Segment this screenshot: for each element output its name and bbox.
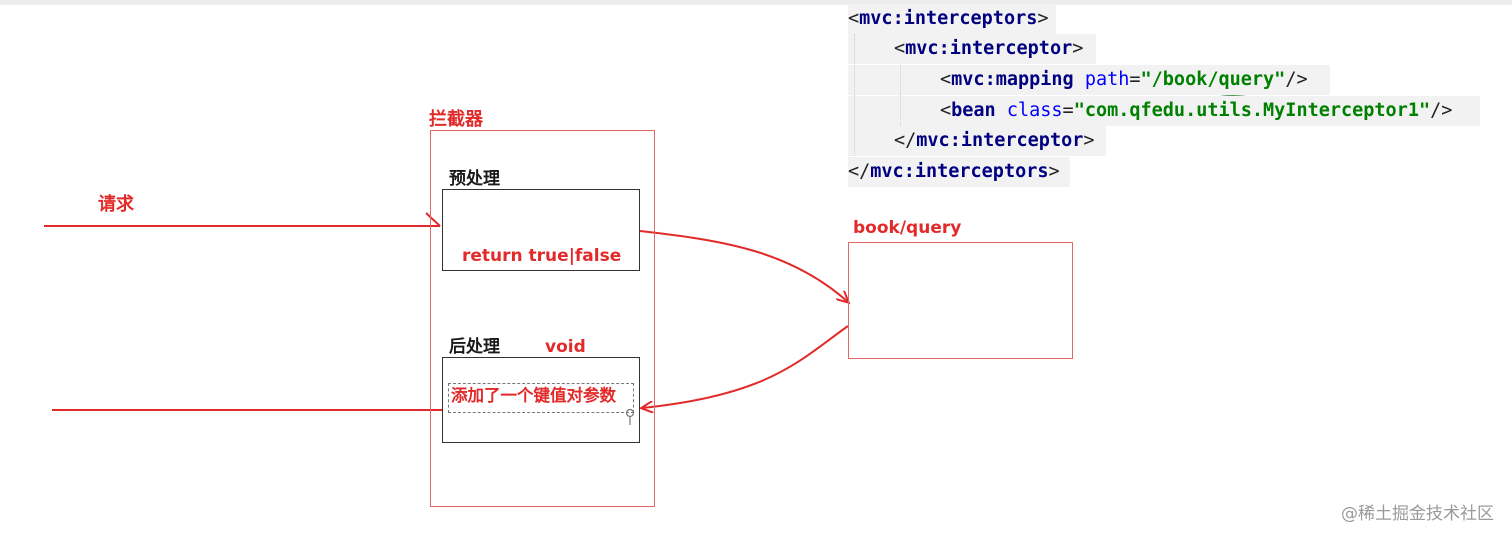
code-line-5: </mvc:interceptor> [894, 130, 1095, 151]
interceptor-box [430, 130, 655, 507]
watermark: @稀土掘金技术社区 [1341, 504, 1494, 524]
post-handle-box [442, 357, 640, 443]
text-selection-box [448, 383, 634, 413]
request-tick [425, 212, 441, 227]
post-handle-action: 添加了一个键值对参数 [451, 386, 616, 405]
controller-to-post-arrow [642, 325, 849, 408]
interceptor-label: 拦截器 [429, 109, 483, 130]
post-handle-void: void [545, 337, 586, 357]
code-line-6: </mvc:interceptors> [848, 161, 1060, 182]
target-label: book/query [853, 218, 962, 238]
top-divider [0, 0, 1512, 5]
pre-handle-label: 预处理 [449, 169, 500, 189]
pre-handle-return: return true|false [462, 246, 622, 266]
xml-config-snippet: <mvc:interceptors> <mvc:interceptor> <mv… [848, 4, 1480, 187]
request-label: 请求 [98, 194, 134, 215]
pre-to-controller-arrow [639, 230, 848, 302]
target-box [848, 242, 1073, 359]
code-line-4: <bean class="com.qfedu.utils.MyIntercept… [940, 100, 1453, 121]
pre-handle-box [442, 189, 640, 271]
code-line-2: <mvc:interceptor> [894, 38, 1084, 59]
resize-handle-icon [625, 408, 635, 418]
code-line-1: <mvc:interceptors> [848, 8, 1049, 29]
code-line-3: <mvc:mapping path="/book/query"/> [940, 69, 1308, 90]
post-handle-label: 后处理 [449, 337, 500, 357]
